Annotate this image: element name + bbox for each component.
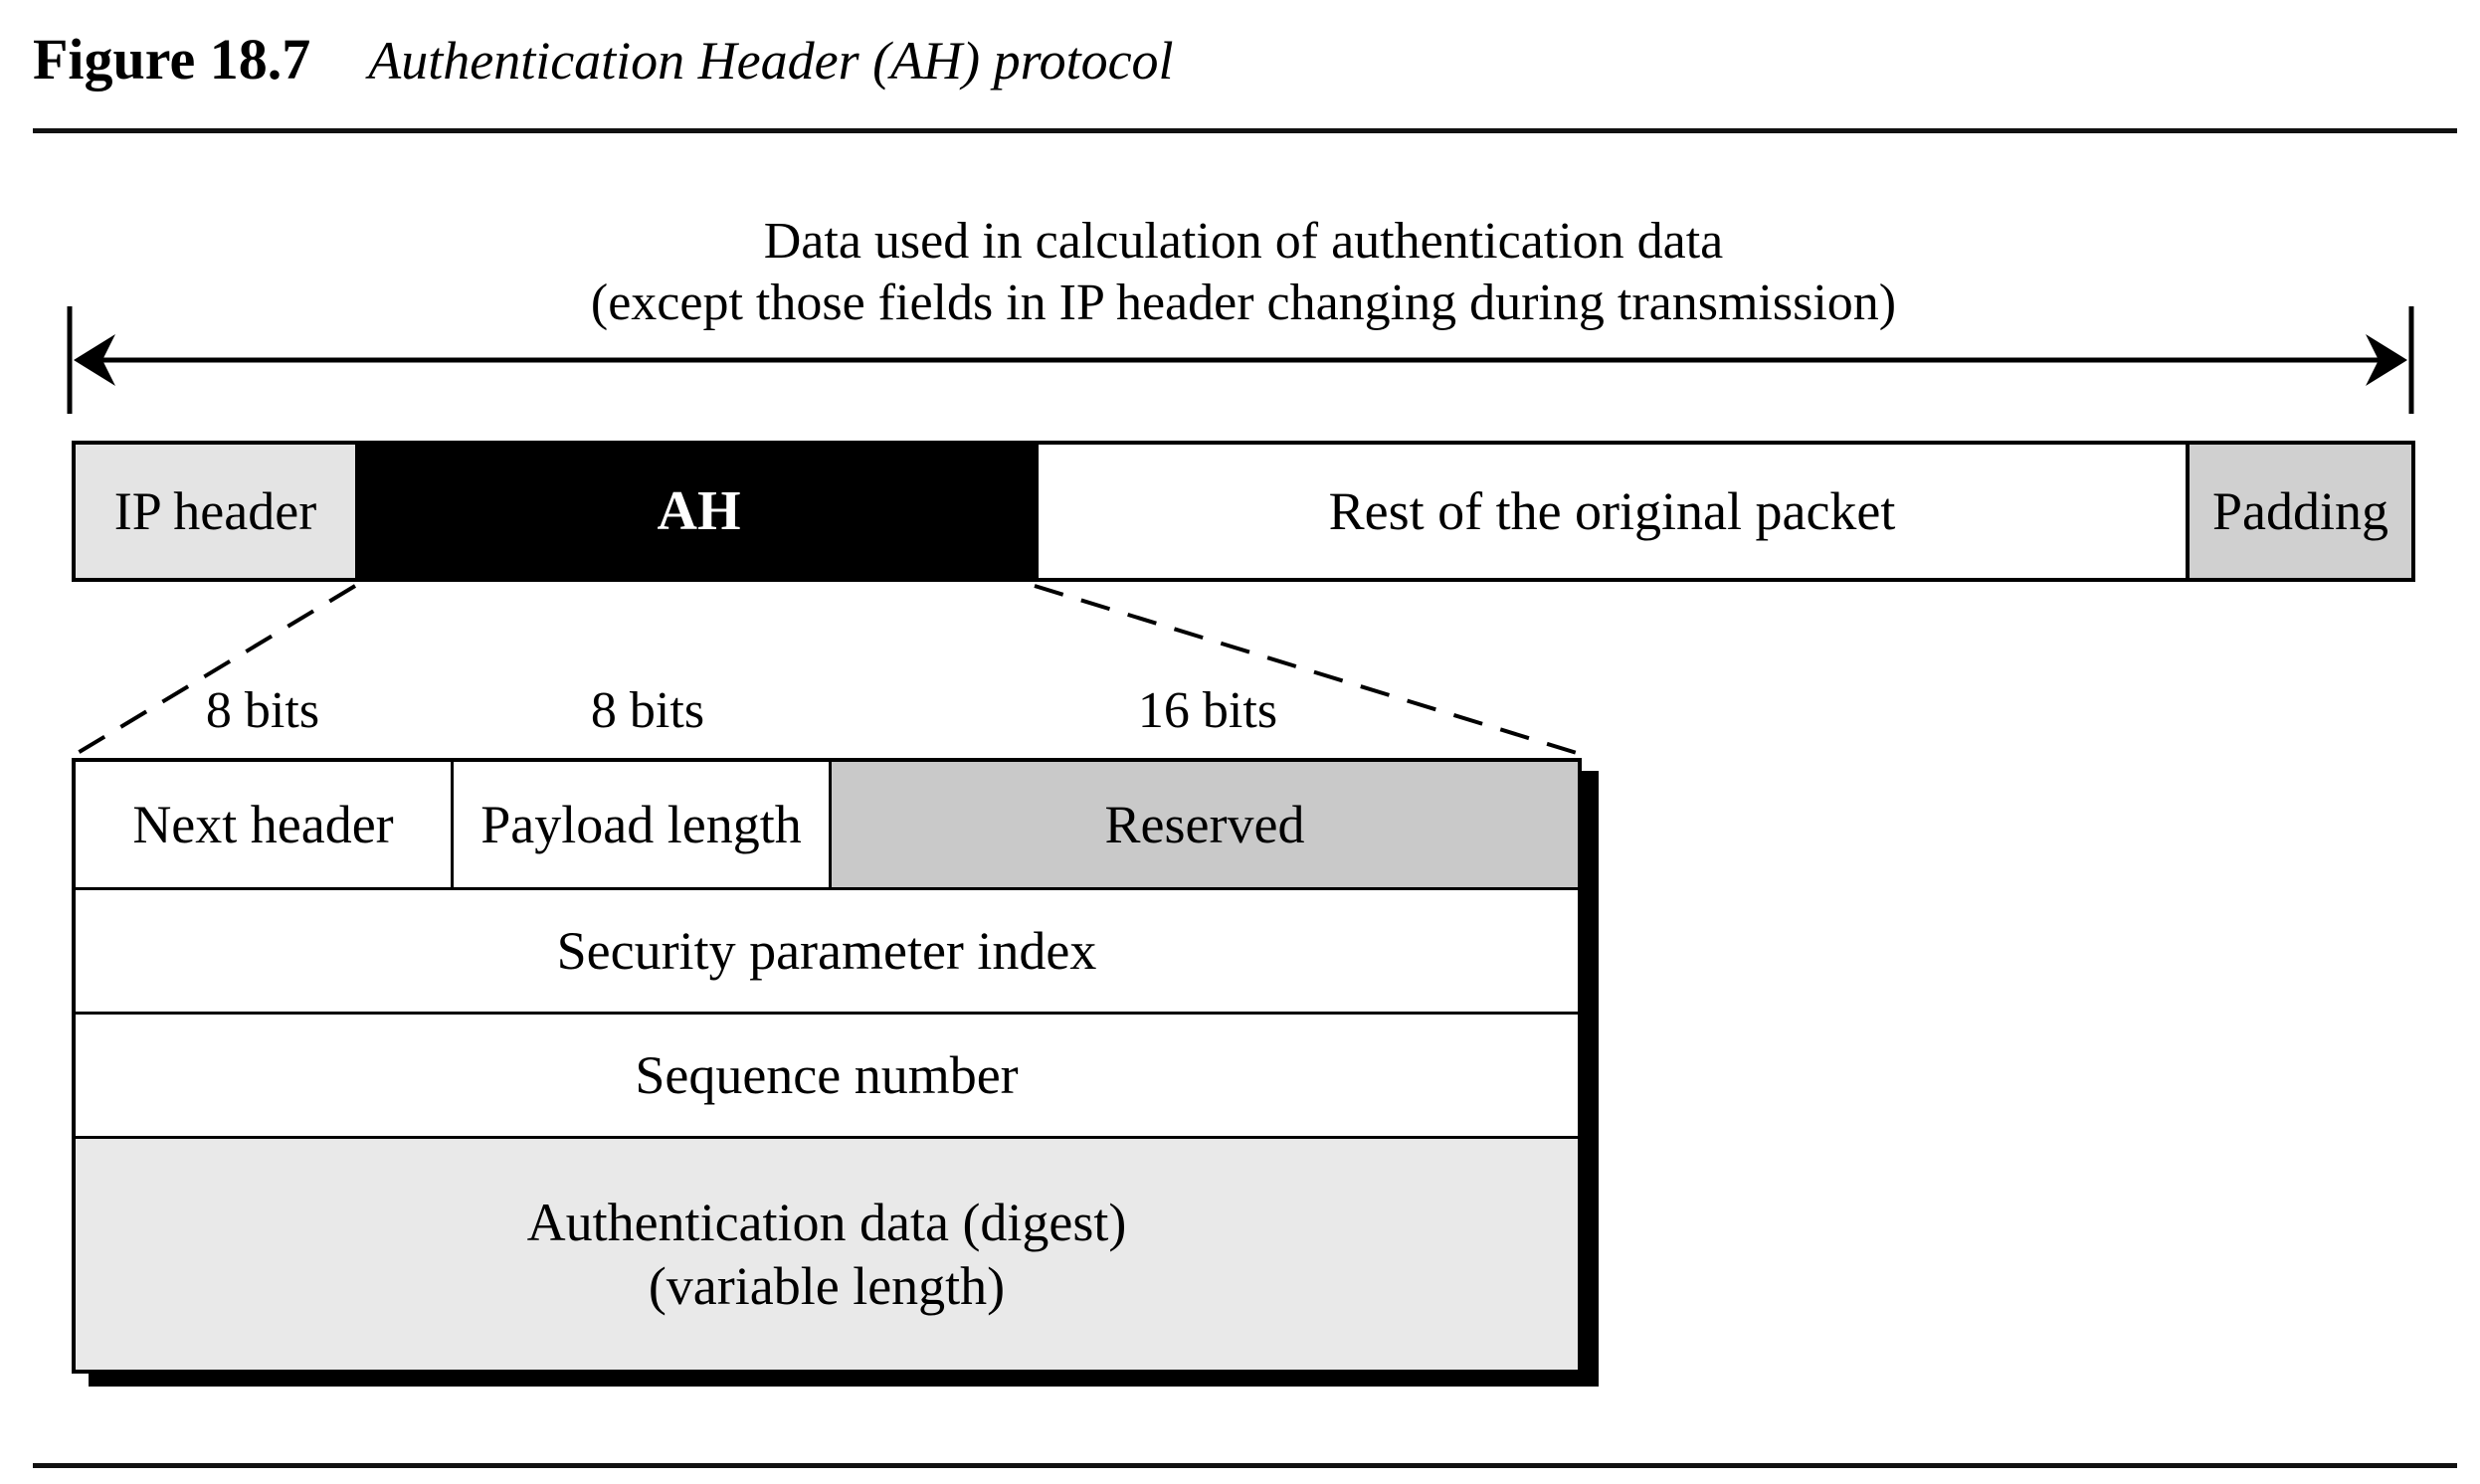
field-security-parameter-index: Security parameter index xyxy=(76,887,1578,1012)
field-authentication-data-label: Authentication data (digest) xyxy=(526,1193,1127,1252)
field-sequence-number: Sequence number xyxy=(76,1012,1578,1136)
field-authentication-data-sublabel: (variable length) xyxy=(648,1256,1006,1316)
segment-ip-header: IP header xyxy=(76,445,359,578)
segment-rest-of-packet-label: Rest of the original packet xyxy=(1328,481,1896,541)
field-payload-length-label: Payload length xyxy=(480,795,802,854)
figure-heading: Figure 18.7 Authentication Header (AH) p… xyxy=(33,26,1174,93)
field-reserved: Reserved xyxy=(832,762,1578,887)
span-arrow-caption: Data used in calculation of authenticati… xyxy=(72,211,2415,334)
field-sequence-number-label: Sequence number xyxy=(635,1045,1019,1105)
field-authentication-data: Authentication data (digest) (variable l… xyxy=(76,1136,1578,1370)
field-reserved-label: Reserved xyxy=(1104,795,1305,854)
figure-number: Figure 18.7 xyxy=(33,27,311,92)
bit-width-label-3: 16 bits xyxy=(1137,682,1278,739)
segment-ip-header-label: IP header xyxy=(113,481,317,541)
bit-width-label-1: 8 bits xyxy=(205,682,320,739)
ah-row-1: Next header Payload length Reserved xyxy=(76,762,1578,887)
segment-ah-label: AH xyxy=(657,480,741,542)
field-next-header-label: Next header xyxy=(132,795,394,854)
bottom-divider-rule xyxy=(33,1463,2457,1468)
segment-padding-label: Padding xyxy=(2211,481,2388,541)
ah-detail-table: Next header Payload length Reserved Secu… xyxy=(72,758,1582,1374)
field-next-header: Next header xyxy=(76,762,454,887)
segment-padding: Padding xyxy=(2190,445,2411,578)
field-security-parameter-index-label: Security parameter index xyxy=(556,921,1097,981)
bit-width-label-2: 8 bits xyxy=(590,682,705,739)
top-divider-rule xyxy=(33,128,2457,133)
expansion-dashed-line-right xyxy=(1034,584,1578,755)
figure-title: Authentication Header (AH) protocol xyxy=(368,31,1174,91)
span-arrowhead-right-icon xyxy=(2366,334,2407,386)
caption-line-2: (except those fields in IP header changi… xyxy=(590,275,1897,331)
segment-rest-of-packet: Rest of the original packet xyxy=(1039,445,2190,578)
span-arrowhead-left-icon xyxy=(74,334,115,386)
field-payload-length: Payload length xyxy=(454,762,832,887)
packet-bar: IP header AH Rest of the original packet… xyxy=(72,441,2415,582)
segment-ah: AH xyxy=(359,445,1039,578)
caption-line-1: Data used in calculation of authenticati… xyxy=(763,213,1724,270)
